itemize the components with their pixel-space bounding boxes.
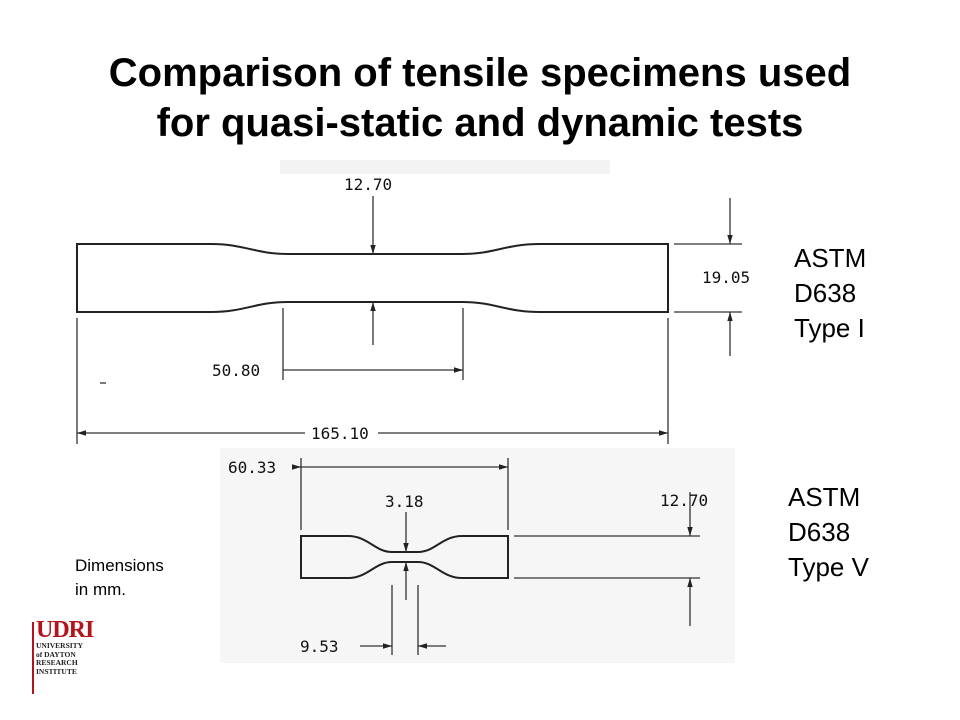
type-v-label-line-3: Type V [788,552,869,582]
type-i-narrow-width: 12.70 [344,175,392,194]
units-note: Dimensions in mm. [75,554,164,602]
logo-line-4: INSTITUTE [36,666,77,676]
logo-title: UDRI [36,617,94,643]
type-v-overall-length: 60.33 [228,458,276,477]
title-line-1: Comparison of tensile specimens used [108,51,852,95]
type-v-specimen [300,535,509,579]
type-i-label-line-2: D638 [794,278,857,308]
slide-title: Comparison of tensile specimens used for… [0,48,960,148]
type-i-dimension-lines [76,196,742,444]
logo-text: UDRI UNIVERSITY of DAYTON RESEARCH INSTI… [36,617,94,676]
type-v-dimension-texts: 60.33 3.18 12.70 9.53 [228,458,708,656]
type-i-label-line-3: Type I [794,313,865,343]
logo-rule [32,622,34,694]
type-i-outline [76,243,669,313]
type-v-label-line-2: D638 [788,517,851,547]
type-i-grip-width: 19.05 [702,268,750,287]
type-v-label: ASTM D638 Type V [788,480,869,585]
type-i-specimen [76,243,669,313]
type-v-label-line-1: ASTM [788,482,861,512]
type-v-grip-width: 12.70 [660,491,708,510]
logo-line-3: RESEARCH [36,658,78,668]
logo-line-2: of DAYTON [36,649,76,659]
scan-background [220,448,735,663]
logo-line-1: UNIVERSITY [36,641,84,650]
udri-logo: UDRI UNIVERSITY of DAYTON RESEARCH INSTI… [32,618,94,696]
title-line-2: for quasi-static and dynamic tests [156,101,804,145]
type-v-narrow-width: 3.18 [385,492,424,511]
type-i-label-line-1: ASTM [794,243,867,273]
type-i-label: ASTM D638 Type I [794,241,866,346]
type-i-dimension-texts: 12.70 19.05 50.80 165.10 [212,175,750,443]
type-v-outline [300,535,509,579]
type-i-gauge-length: 50.80 [212,361,260,380]
scan-strip-top [280,160,610,174]
type-v-dimension-lines [292,458,700,655]
type-v-gauge-length: 9.53 [300,637,339,656]
units-note-line-1: Dimensions [75,556,164,575]
units-note-line-2: in mm. [75,580,126,599]
type-i-overall-length: 165.10 [311,424,369,443]
